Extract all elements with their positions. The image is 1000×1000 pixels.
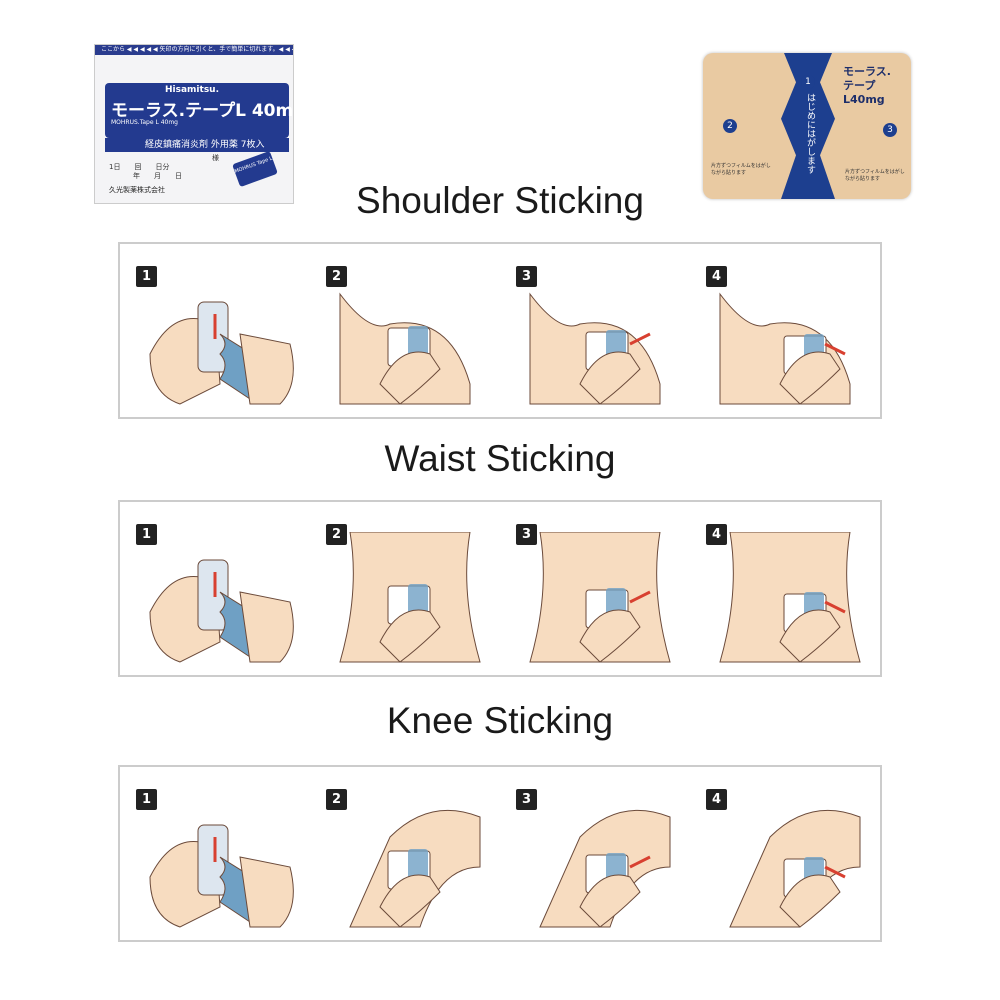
section-title-waist: Waist Sticking (384, 438, 616, 479)
form-line: 年 月 日 (133, 172, 182, 180)
shoulder-step-illustration (149, 301, 294, 405)
waist-step-illustration (149, 559, 294, 663)
step-number-badge: 2 (326, 524, 347, 545)
knee-step-illustration (539, 809, 671, 928)
shoulder-step-illustration (719, 292, 851, 405)
step-number-badge: 4 (706, 789, 727, 810)
sachet-step-2: 2 (723, 119, 737, 133)
step-4: 4 (690, 767, 875, 940)
patch-sachet: 1 はじめにはがします モーラス.テープL40mg 2 3 片方ずつフィルムをは… (703, 53, 911, 199)
waist-step-illustration (719, 532, 861, 663)
sachet-title-1: モーラス. (843, 65, 891, 78)
section-title-shoulder: Shoulder Sticking (356, 180, 644, 221)
step-3: 3 (500, 767, 685, 940)
step-3: 3 (500, 244, 685, 417)
form-line: 1日 回 日分 (109, 163, 170, 171)
sachet-title-2: テープL40mg (843, 79, 885, 106)
section-title-knee: Knee Sticking (386, 700, 614, 741)
step-4: 4 (690, 502, 875, 675)
maker: 久光製薬株式会社 (109, 186, 165, 194)
brand-name: Hisamitsu. (165, 85, 219, 95)
step-2: 2 (310, 767, 495, 940)
shoulder-step-illustration (339, 292, 471, 405)
step-number-badge: 2 (326, 266, 347, 287)
step-4: 4 (690, 244, 875, 417)
package-label: Hisamitsu. モーラス.テープL 40mg MOHRUS.Tape L … (105, 83, 305, 138)
sachet-caption-right: 片方ずつフィルムをはがしながら貼ります (845, 169, 905, 182)
step-number-badge: 1 (136, 789, 157, 810)
step-number-badge: 1 (136, 524, 157, 545)
product-name-jp: モーラス.テープL 40mg (111, 101, 306, 121)
product-package: ここから ◀ ◀ ◀ ◀ ◀ 矢印の方向に引くと、手で簡単に切れます。◀ ◀ ◀… (94, 44, 305, 204)
category-label: 経皮鎮痛消炎剤 外用薬 7枚入 (105, 138, 289, 152)
tear-strip: ここから ◀ ◀ ◀ ◀ ◀ 矢印の方向に引くと、手で簡単に切れます。◀ ◀ ◀ (95, 45, 293, 55)
step-number-badge: 3 (516, 524, 537, 545)
panel-shoulder: 1 2 3 4 (118, 242, 882, 419)
form-line: 様 (212, 154, 219, 162)
panel-waist: 1 2 3 4 (118, 500, 882, 677)
waist-step-illustration (529, 532, 671, 663)
sachet-step-3: 3 (883, 123, 897, 137)
sachet-caption-left: 片方ずつフィルムをはがしながら貼ります (711, 163, 771, 176)
step-1: 1 (120, 767, 305, 940)
step-number-badge: 3 (516, 789, 537, 810)
sachet-title: モーラス.テープL40mg (843, 65, 911, 107)
step-1: 1 (120, 502, 305, 675)
panel-knee: 1 2 3 4 (118, 765, 882, 942)
step-number-badge: 4 (706, 266, 727, 287)
shoulder-step-illustration (529, 292, 661, 405)
step-number-badge: 3 (516, 266, 537, 287)
step-2: 2 (310, 502, 495, 675)
step-number-badge: 2 (326, 789, 347, 810)
knee-step-illustration (349, 809, 481, 928)
step-3: 3 (500, 502, 685, 675)
step-2: 2 (310, 244, 495, 417)
step-number-badge: 1 (136, 266, 157, 287)
step-1: 1 (120, 244, 305, 417)
knee-step-illustration (149, 824, 294, 928)
form-lines: 様 1日 回 日分 年 月 日 (109, 154, 219, 181)
sachet-center-text: はじめにはがします (805, 93, 815, 174)
step-number-badge: 4 (706, 524, 727, 545)
knee-step-illustration (729, 809, 861, 928)
waist-step-illustration (339, 532, 481, 663)
sachet-step-1: 1 (801, 75, 815, 89)
product-name-en: MOHRUS.Tape L 40mg (111, 119, 178, 126)
